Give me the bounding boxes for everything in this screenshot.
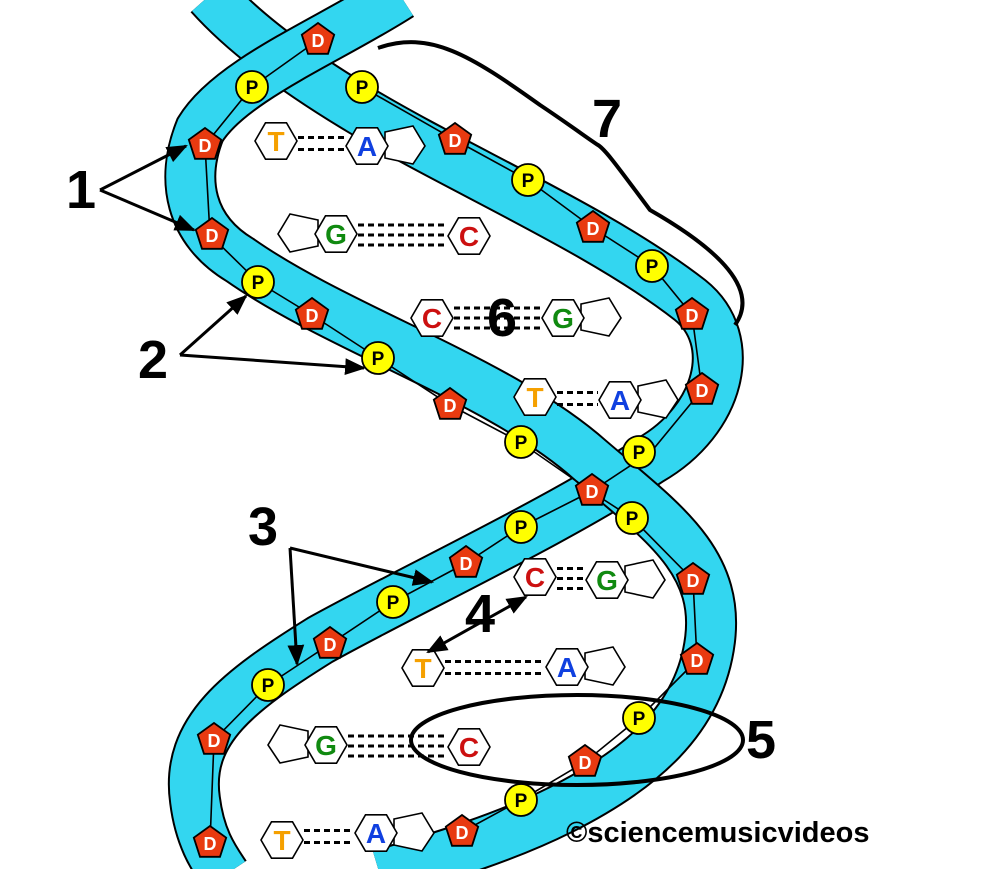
phosphate: P (362, 342, 394, 374)
phosphate: P (346, 71, 378, 103)
base-C: C (448, 218, 490, 254)
svg-text:P: P (372, 349, 385, 370)
label-7: 7 (592, 89, 622, 149)
svg-text:D: D (696, 381, 709, 401)
base-A: A (546, 647, 625, 685)
svg-text:G: G (596, 565, 618, 596)
svg-text:P: P (626, 509, 639, 530)
svg-text:G: G (315, 730, 337, 761)
phosphate: P (236, 71, 268, 103)
hydrogen-bonds (557, 569, 585, 589)
svg-text:D: D (449, 131, 462, 151)
base-A: A (599, 380, 678, 418)
svg-text:D: D (686, 306, 699, 326)
hydrogen-bonds (445, 662, 545, 674)
phosphate: P (252, 669, 284, 701)
phosphate: P (616, 502, 648, 534)
phosphate: P (623, 702, 655, 734)
svg-text:P: P (522, 171, 535, 192)
svg-text:D: D (324, 635, 337, 655)
label-3: 3 (248, 497, 278, 557)
svg-text:C: C (525, 562, 545, 593)
svg-text:P: P (252, 273, 265, 294)
svg-text:G: G (552, 303, 574, 334)
svg-text:D: D (204, 834, 217, 854)
nucleotides: P P P P P P P P P P P P P P D D D D D D D D D D D D D D D D D D T A G C C G T A… (189, 23, 718, 858)
base-T: T (255, 123, 297, 159)
hydrogen-bonds (304, 831, 354, 843)
svg-text:A: A (610, 385, 630, 416)
svg-text:D: D (586, 482, 599, 502)
phosphate: P (242, 266, 274, 298)
base-G: G (542, 298, 621, 336)
base-A: A (346, 126, 425, 164)
deoxyribose-sugar: D (569, 745, 601, 776)
label-5: 5 (746, 710, 776, 770)
base-G: G (268, 725, 347, 763)
svg-text:D: D (306, 306, 319, 326)
svg-text:T: T (267, 126, 284, 157)
svg-text:D: D (199, 136, 212, 156)
phosphate: P (505, 784, 537, 816)
svg-text:C: C (422, 303, 442, 334)
svg-text:D: D (206, 226, 219, 246)
svg-text:D: D (460, 554, 473, 574)
svg-text:T: T (414, 653, 431, 684)
phosphate: P (377, 586, 409, 618)
base-C: C (448, 729, 490, 765)
svg-text:A: A (366, 818, 386, 849)
base-T: T (402, 650, 444, 686)
svg-text:D: D (579, 753, 592, 773)
svg-text:P: P (356, 78, 369, 99)
svg-text:D: D (208, 731, 221, 751)
copyright-notice: ©sciencemusicvideos (566, 817, 869, 849)
svg-text:C: C (459, 732, 479, 763)
svg-text:P: P (646, 257, 659, 278)
phosphate: P (636, 250, 668, 282)
svg-text:C: C (459, 221, 479, 252)
svg-text:D: D (691, 651, 704, 671)
svg-text:P: P (262, 676, 275, 697)
svg-text:D: D (587, 219, 600, 239)
phosphate: P (505, 426, 537, 458)
svg-text:P: P (246, 78, 259, 99)
hydrogen-bonds (348, 736, 447, 756)
phosphate: P (505, 511, 537, 543)
svg-text:A: A (557, 652, 577, 683)
base-G: G (278, 214, 357, 252)
label-2: 2 (138, 330, 168, 390)
hydrogen-bonds (298, 138, 345, 150)
label-1: 1 (66, 160, 96, 220)
svg-text:D: D (312, 31, 325, 51)
svg-text:P: P (515, 433, 528, 454)
arrow-2b (180, 355, 364, 368)
label-4: 4 (465, 584, 495, 644)
arrow-2a (180, 296, 246, 355)
svg-text:T: T (526, 382, 543, 413)
svg-text:D: D (456, 823, 469, 843)
base-T: T (261, 822, 303, 858)
hydrogen-bonds (358, 225, 447, 245)
svg-text:D: D (687, 571, 700, 591)
base-A: A (355, 813, 434, 851)
hydrogen-bonds (557, 393, 598, 405)
svg-text:P: P (515, 791, 528, 812)
svg-text:D: D (444, 396, 457, 416)
svg-text:G: G (325, 219, 347, 250)
label-6: 6 (487, 288, 517, 348)
svg-text:A: A (357, 131, 377, 162)
svg-text:P: P (633, 443, 646, 464)
svg-text:T: T (273, 825, 290, 856)
svg-text:P: P (387, 593, 400, 614)
phosphate: P (623, 436, 655, 468)
base-G: G (586, 560, 665, 598)
svg-text:P: P (633, 709, 646, 730)
svg-text:P: P (515, 518, 528, 539)
phosphate: P (512, 164, 544, 196)
